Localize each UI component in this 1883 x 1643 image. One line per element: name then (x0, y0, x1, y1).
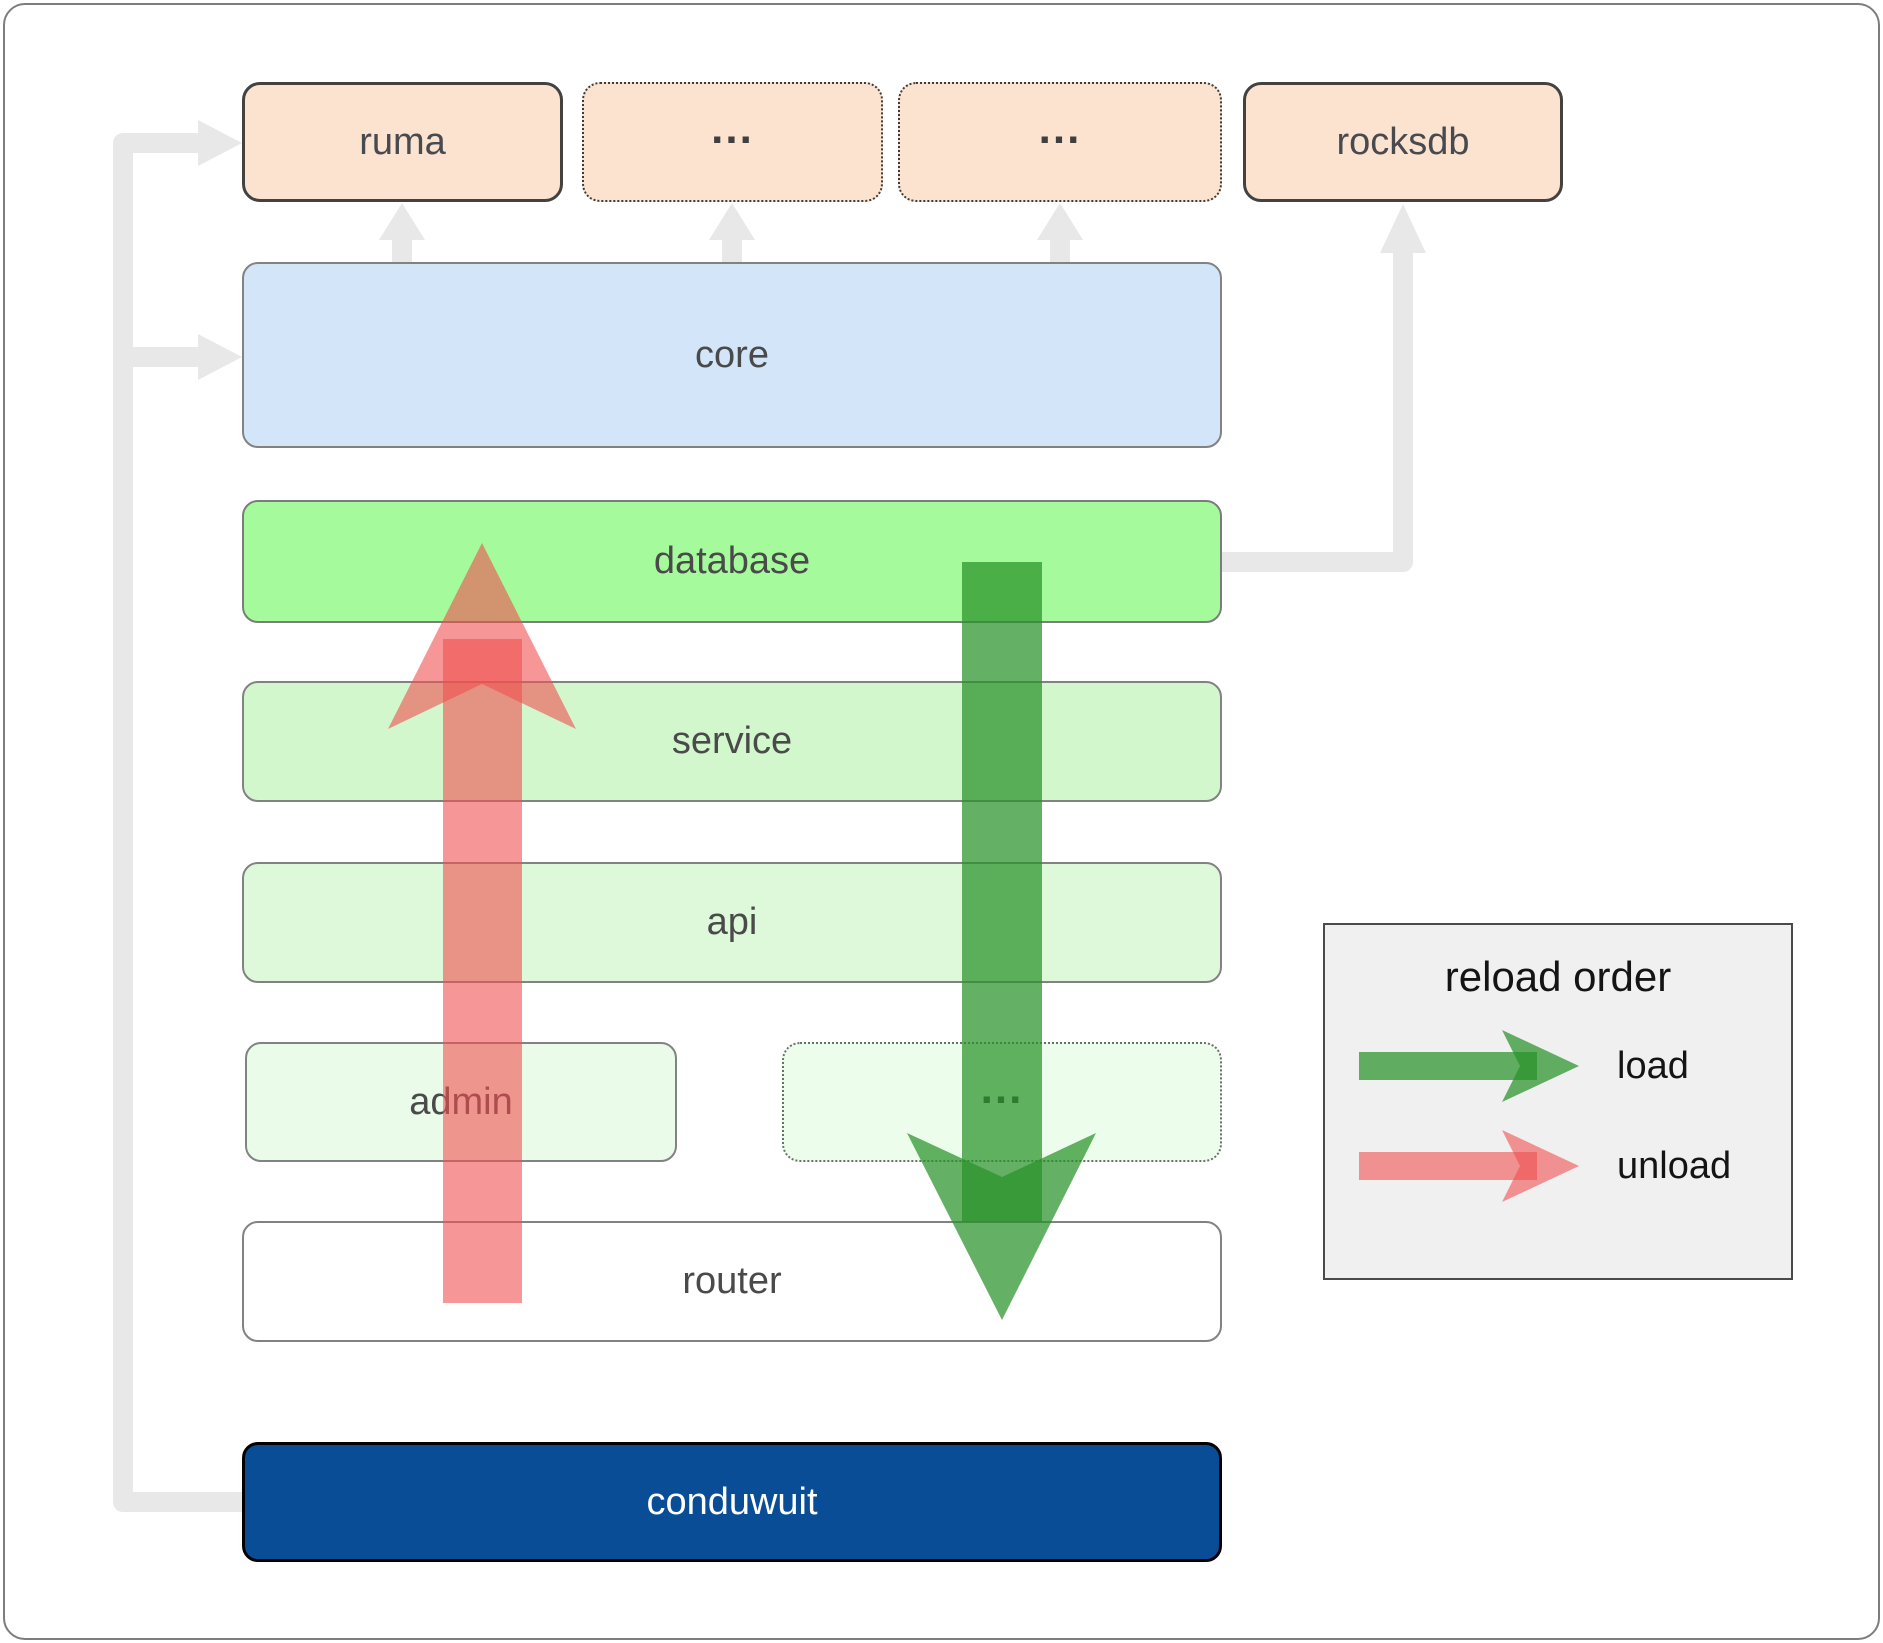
legend-unload-label: unload (1617, 1144, 1732, 1187)
box-router-label: router (682, 1260, 782, 1302)
box-ellipsis-mid: ... (782, 1042, 1222, 1162)
box-api: api (242, 862, 1222, 983)
legend-load-arrow-icon (1359, 1030, 1579, 1102)
box-ruma-label: ruma (359, 120, 446, 163)
legend-row-unload: unload (1325, 1125, 1791, 1207)
box-admin-label: admin (409, 1080, 513, 1123)
box-ellipsis-top-2-label: ... (1038, 104, 1082, 153)
box-service-label: service (671, 720, 793, 762)
box-core-label: core (695, 333, 769, 376)
box-ellipsis-top-1-label: ... (711, 104, 754, 153)
box-rocksdb: rocksdb (1243, 82, 1563, 202)
box-router: router (242, 1221, 1222, 1342)
box-ellipsis-mid-label: ... (980, 1064, 1024, 1113)
diagram-outer-border (3, 3, 1880, 1640)
box-ellipsis-top-1: ... (582, 82, 883, 202)
legend-load-label: load (1617, 1044, 1689, 1087)
box-service: service (242, 681, 1222, 802)
legend: reload order load unload (1323, 923, 1793, 1280)
box-api-label: api (706, 901, 758, 943)
box-database-label: database (653, 540, 811, 582)
legend-title: reload order (1444, 953, 1672, 1000)
box-core: core (242, 262, 1222, 448)
box-rocksdb-label: rocksdb (1336, 120, 1470, 163)
box-conduwuit-label: conduwuit (646, 1480, 818, 1523)
box-ellipsis-top-2: ... (898, 82, 1222, 202)
box-ruma: ruma (242, 82, 563, 202)
box-conduwuit: conduwuit (242, 1442, 1222, 1562)
legend-row-load: load (1325, 1025, 1791, 1107)
legend-unload-arrow-icon (1359, 1130, 1579, 1202)
box-database: database (242, 500, 1222, 623)
box-admin: admin (245, 1042, 677, 1162)
